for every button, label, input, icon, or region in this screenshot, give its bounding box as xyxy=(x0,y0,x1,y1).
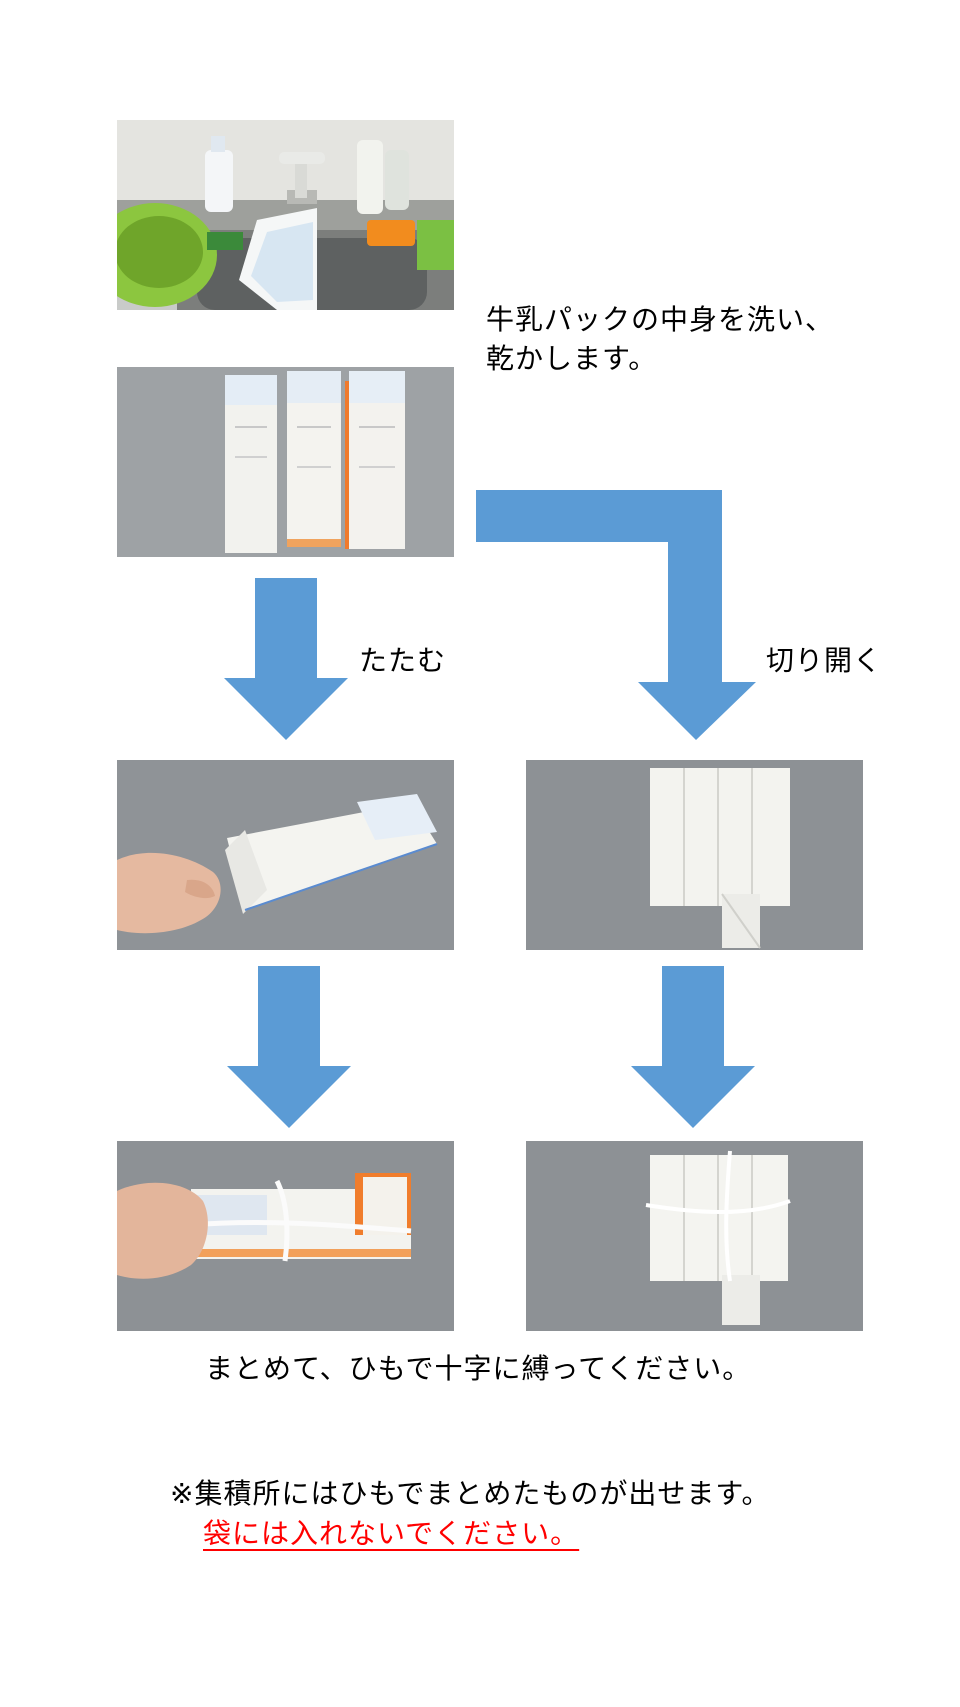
cut-label: 切り開く xyxy=(766,644,883,677)
step1-line1: 牛乳パックの中身を洗い、 xyxy=(486,303,835,336)
photo-cut-open-bundle xyxy=(526,1141,863,1331)
note-no-bags: 袋には入れないでください。 xyxy=(203,1517,580,1550)
fold-label: たたむ xyxy=(359,644,447,677)
photo-folding-carton xyxy=(117,760,454,950)
photo-rinsing-carton xyxy=(117,120,454,310)
photo-folded-bundle xyxy=(117,1141,454,1331)
note-collection-point: ※集積所にはひもでまとめたものが出せます。 xyxy=(170,1477,771,1510)
photo-cut-open-carton xyxy=(526,760,863,950)
step1-line2: 乾かします。 xyxy=(486,342,658,375)
elbow-arrow-cut xyxy=(476,490,756,740)
photo-drying-cartons xyxy=(117,367,454,557)
down-arrow-left-2 xyxy=(227,966,351,1128)
down-arrow-fold xyxy=(224,578,348,740)
tie-instruction: まとめて、ひもで十字に縛ってください。 xyxy=(205,1352,752,1385)
down-arrow-right-2 xyxy=(631,966,755,1128)
